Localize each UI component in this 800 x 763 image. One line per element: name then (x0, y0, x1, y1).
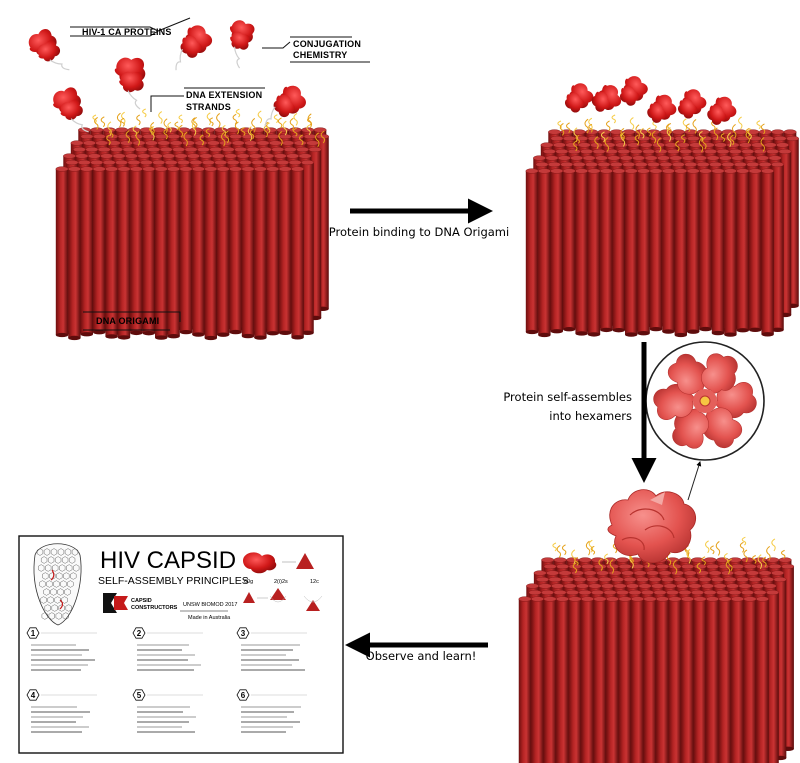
poster-section-badge (132, 689, 146, 701)
poster-section-number: 5 (137, 691, 142, 700)
label-conjugation-line1: CONJUGATION (293, 39, 361, 49)
poster-triangle-icon (296, 553, 314, 569)
poster-section-badge (26, 689, 40, 701)
poster-made-in: Made in Australia (188, 615, 231, 621)
label-conjugation-line2: CHEMISTRY (293, 50, 347, 60)
poster-section-number: 1 (31, 629, 36, 638)
poster-subtitle: SELF-ASSEMBLY PRINCIPLES (98, 575, 249, 587)
capsid-cone-drawing (33, 543, 82, 626)
bound-ca-proteins (565, 76, 737, 125)
hexamer-cluster (607, 489, 697, 564)
dna-origami-block-top-left (55, 127, 329, 341)
logo-line1: CAPSID (131, 598, 152, 604)
poster-section-number: 6 (241, 691, 246, 700)
poster-sym-1: 60g (244, 579, 253, 585)
dna-extension-strands-1 (92, 108, 326, 148)
poster-section-badge (26, 627, 40, 639)
poster-team: UNSW BIOMOD 2017 (183, 602, 237, 608)
free-ca-proteins (28, 20, 306, 133)
poster-protein-icon (242, 552, 277, 574)
label-dna-extension-line2: STRANDS (186, 102, 231, 112)
poster-section-number: 4 (31, 691, 36, 700)
step-binding-label: Protein binding to DNA Origami (329, 225, 509, 239)
callout-ca-proteins: HIV-1 CA PROTEINS (70, 17, 191, 37)
poster-sections: 1 2 3 4 5 6 (26, 627, 307, 733)
poster-section-badge (236, 627, 250, 639)
poster-sym-2: 2(i)2s (274, 579, 288, 585)
dna-extension-strands-2 (557, 114, 766, 153)
dna-origami-block-bottom-right (518, 557, 795, 763)
step-assembly-label-line1: Protein self-assembles (503, 390, 632, 404)
poster-section-badge (132, 627, 146, 639)
poster-section-badge (236, 689, 250, 701)
callout-dna-extension: DNA EXTENSION STRANDS (150, 87, 265, 112)
capsid-poster: HIV CAPSID SELF-ASSEMBLY PRINCIPLES CAPS… (18, 535, 344, 754)
poster-sym-3: 12c (310, 579, 319, 585)
label-dna-extension-line1: DNA EXTENSION (186, 90, 262, 100)
logo-line2: CONSTRUCTORS (131, 605, 178, 611)
poster-section-number: 3 (241, 629, 246, 638)
step-observe-label: Observe and learn! (366, 649, 477, 663)
poster-section-number: 2 (137, 629, 142, 638)
callout-dna-origami: DNA ORIGAMI (83, 311, 181, 331)
step-assembly-label-line2: into hexamers (549, 409, 632, 423)
hexamer-zoom-view (645, 341, 765, 501)
label-ca-proteins: HIV-1 CA PROTEINS (82, 27, 172, 37)
callout-conjugation: CONJUGATION CHEMISTRY (262, 36, 370, 63)
dna-origami-block-top-right (525, 129, 799, 338)
capsid-constructors-logo: CAPSID CONSTRUCTORS (103, 593, 178, 613)
label-dna-origami: DNA ORIGAMI (96, 316, 159, 326)
poster-title: HIV CAPSID (100, 547, 236, 574)
